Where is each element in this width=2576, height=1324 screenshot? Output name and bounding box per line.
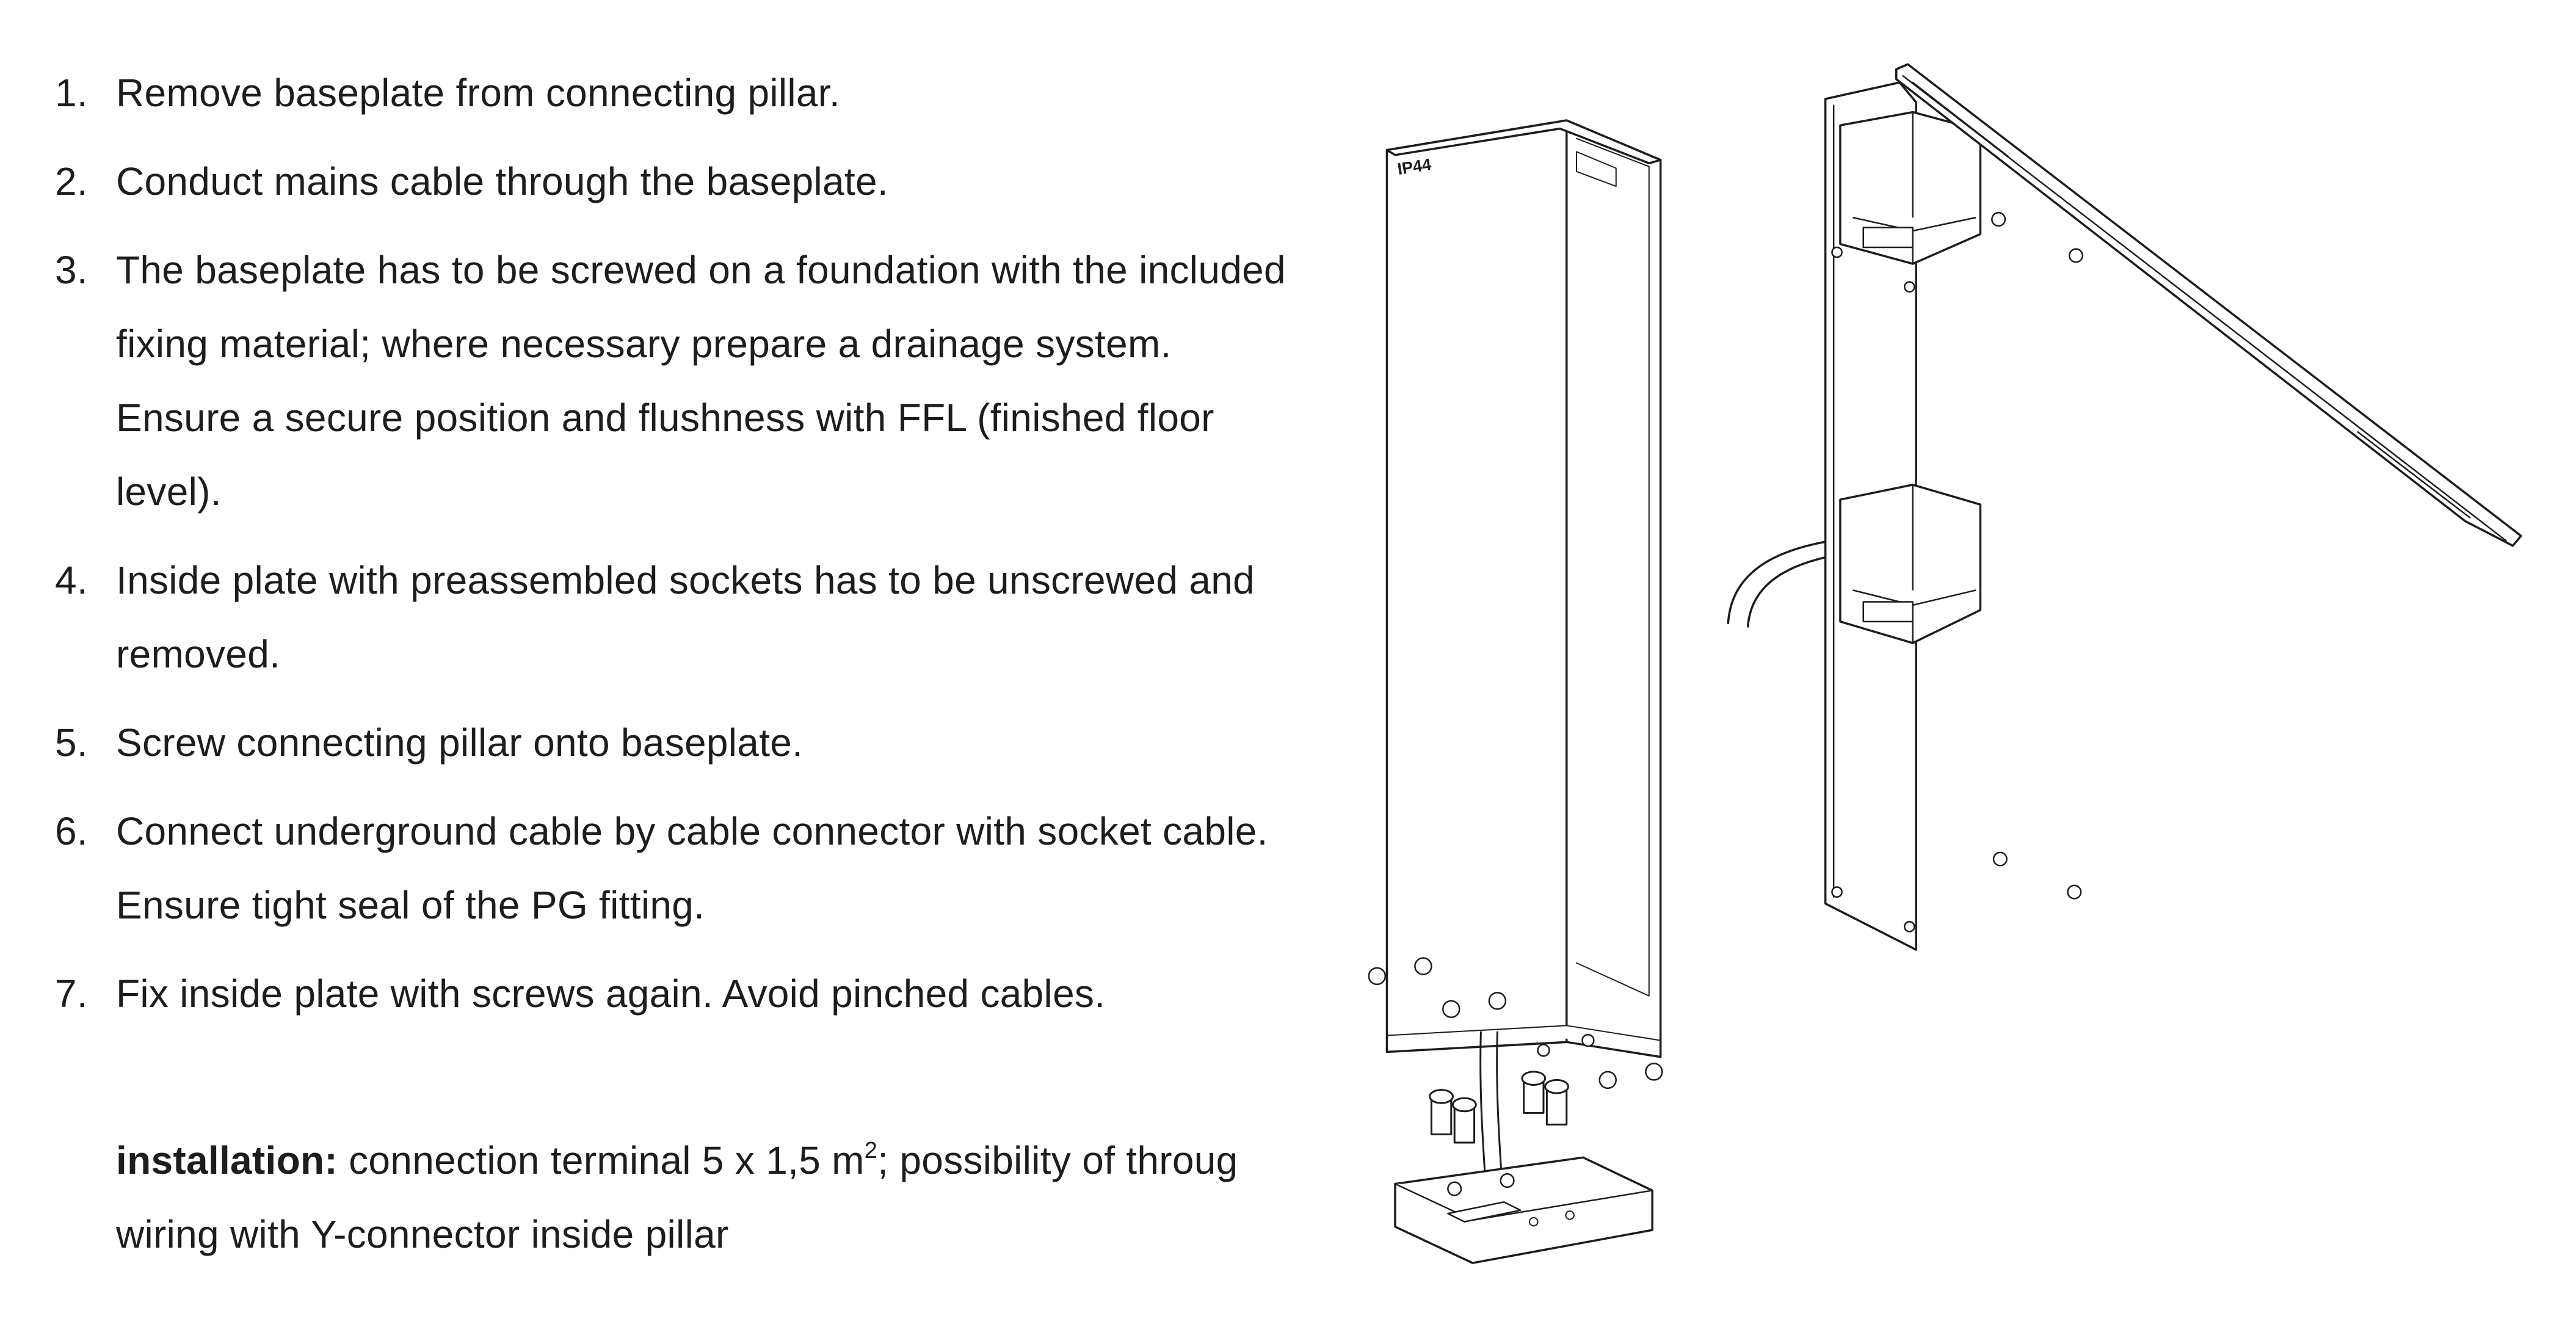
plate-screw-hole xyxy=(1904,282,1914,292)
front-cover xyxy=(1896,64,2521,545)
step-1: 1. Remove baseplate from connecting pilla… xyxy=(55,56,1301,130)
bolt-head-icon xyxy=(1522,1072,1545,1085)
pillar-top-slot xyxy=(1576,151,1616,186)
socket-cover xyxy=(1863,228,1913,247)
screw-icon xyxy=(1600,1072,1616,1088)
pillar-base-screw-hole xyxy=(1489,992,1506,1009)
step-3: 3. The baseplate has to be screwed on a f… xyxy=(55,233,1301,529)
step-4: 4. Inside plate with preassembled sockets… xyxy=(55,544,1301,691)
baseplate xyxy=(1395,1157,1652,1263)
step-6: 6. Connect underground cable by cable con… xyxy=(55,795,1301,942)
front-cover-panel xyxy=(1896,64,2521,545)
plate-screw-hole xyxy=(1904,922,1914,931)
step-text: The baseplate has to be screwed on a fou… xyxy=(116,248,1286,514)
step-7: 7. Fix inside plate with screws again. Av… xyxy=(55,957,1301,1031)
step-text: Screw connecting pillar onto baseplate. xyxy=(116,721,804,765)
socket-cable xyxy=(1748,554,1842,627)
screw-icon xyxy=(2069,249,2083,263)
pillar-base-screw-hole xyxy=(1538,1044,1550,1056)
pillar-top-face xyxy=(1387,120,1660,163)
installation-note-superscript: 2 xyxy=(864,1138,878,1163)
installation-note-text-end: ; possibility of throug wiring with Y-co… xyxy=(116,1138,1238,1256)
loose-screws xyxy=(1369,958,1663,1088)
baseplate-hole xyxy=(1529,1218,1537,1226)
inside-plate-assembly xyxy=(1728,82,1980,950)
installation-note-label: installation: xyxy=(116,1138,338,1182)
pillar-base-screw-hole xyxy=(1582,1035,1594,1046)
step-number: 5. xyxy=(55,721,88,765)
connecting-pillar: IP44 xyxy=(1387,120,1660,1057)
baseplate-hole xyxy=(1566,1211,1573,1219)
baseplate-hole xyxy=(1501,1174,1514,1187)
installation-note-text: connection terminal 5 x 1,5 m xyxy=(338,1138,865,1182)
step-text: Inside plate with preassembled sockets h… xyxy=(116,558,1255,676)
step-text: Remove baseplate from connecting pillar. xyxy=(116,71,840,115)
plate-screws xyxy=(1992,213,2082,898)
baseplate-hole xyxy=(1448,1182,1461,1196)
lower-socket xyxy=(1840,485,1980,643)
screw-icon xyxy=(1994,853,2007,866)
bolt-head-icon xyxy=(1453,1098,1476,1111)
screw-icon xyxy=(2068,886,2081,899)
screw-icon xyxy=(1645,1063,1662,1080)
step-text: Conduct mains cable through the baseplat… xyxy=(116,159,888,203)
screw-icon xyxy=(1992,213,2005,226)
step-2: 2. Conduct mains cable through the basepl… xyxy=(55,145,1301,219)
step-number: 1. xyxy=(55,71,88,115)
front-cover-edge xyxy=(1903,76,2506,540)
mains-cable xyxy=(1497,1032,1503,1187)
screw-icon xyxy=(1415,958,1431,975)
screw-icon xyxy=(1369,968,1385,984)
socket-cable xyxy=(1728,539,1841,624)
step-number: 6. xyxy=(55,809,88,853)
baseplate-slot xyxy=(1448,1202,1520,1221)
pillar-front-face xyxy=(1387,120,1566,1052)
installation-note: installation: connection terminal 5 x 1,… xyxy=(116,1124,1313,1271)
socket-cover xyxy=(1863,602,1913,621)
step-number: 3. xyxy=(55,248,88,292)
pillar-base-screw-hole xyxy=(1443,1001,1459,1017)
step-number: 2. xyxy=(55,159,88,203)
fixing-bolts xyxy=(1430,1072,1569,1143)
step-number: 7. xyxy=(55,972,88,1016)
mains-cable xyxy=(1481,1032,1486,1187)
bolt-head-icon xyxy=(1430,1090,1453,1104)
plate-screw-hole xyxy=(1832,887,1841,897)
step-text: Fix inside plate with screws again. Avoi… xyxy=(116,972,1106,1016)
bolt-head-icon xyxy=(1545,1080,1569,1093)
pillar-side-recess xyxy=(1576,139,1649,996)
step-text: Connect underground cable by cable conne… xyxy=(116,809,1268,927)
step-number: 4. xyxy=(55,558,88,602)
plate-screw-hole xyxy=(1832,247,1841,257)
installation-steps: 1. Remove baseplate from connecting pilla… xyxy=(55,56,1301,1046)
upper-socket xyxy=(1840,112,1980,264)
step-5: 5. Screw connecting pillar onto baseplate… xyxy=(55,706,1301,780)
